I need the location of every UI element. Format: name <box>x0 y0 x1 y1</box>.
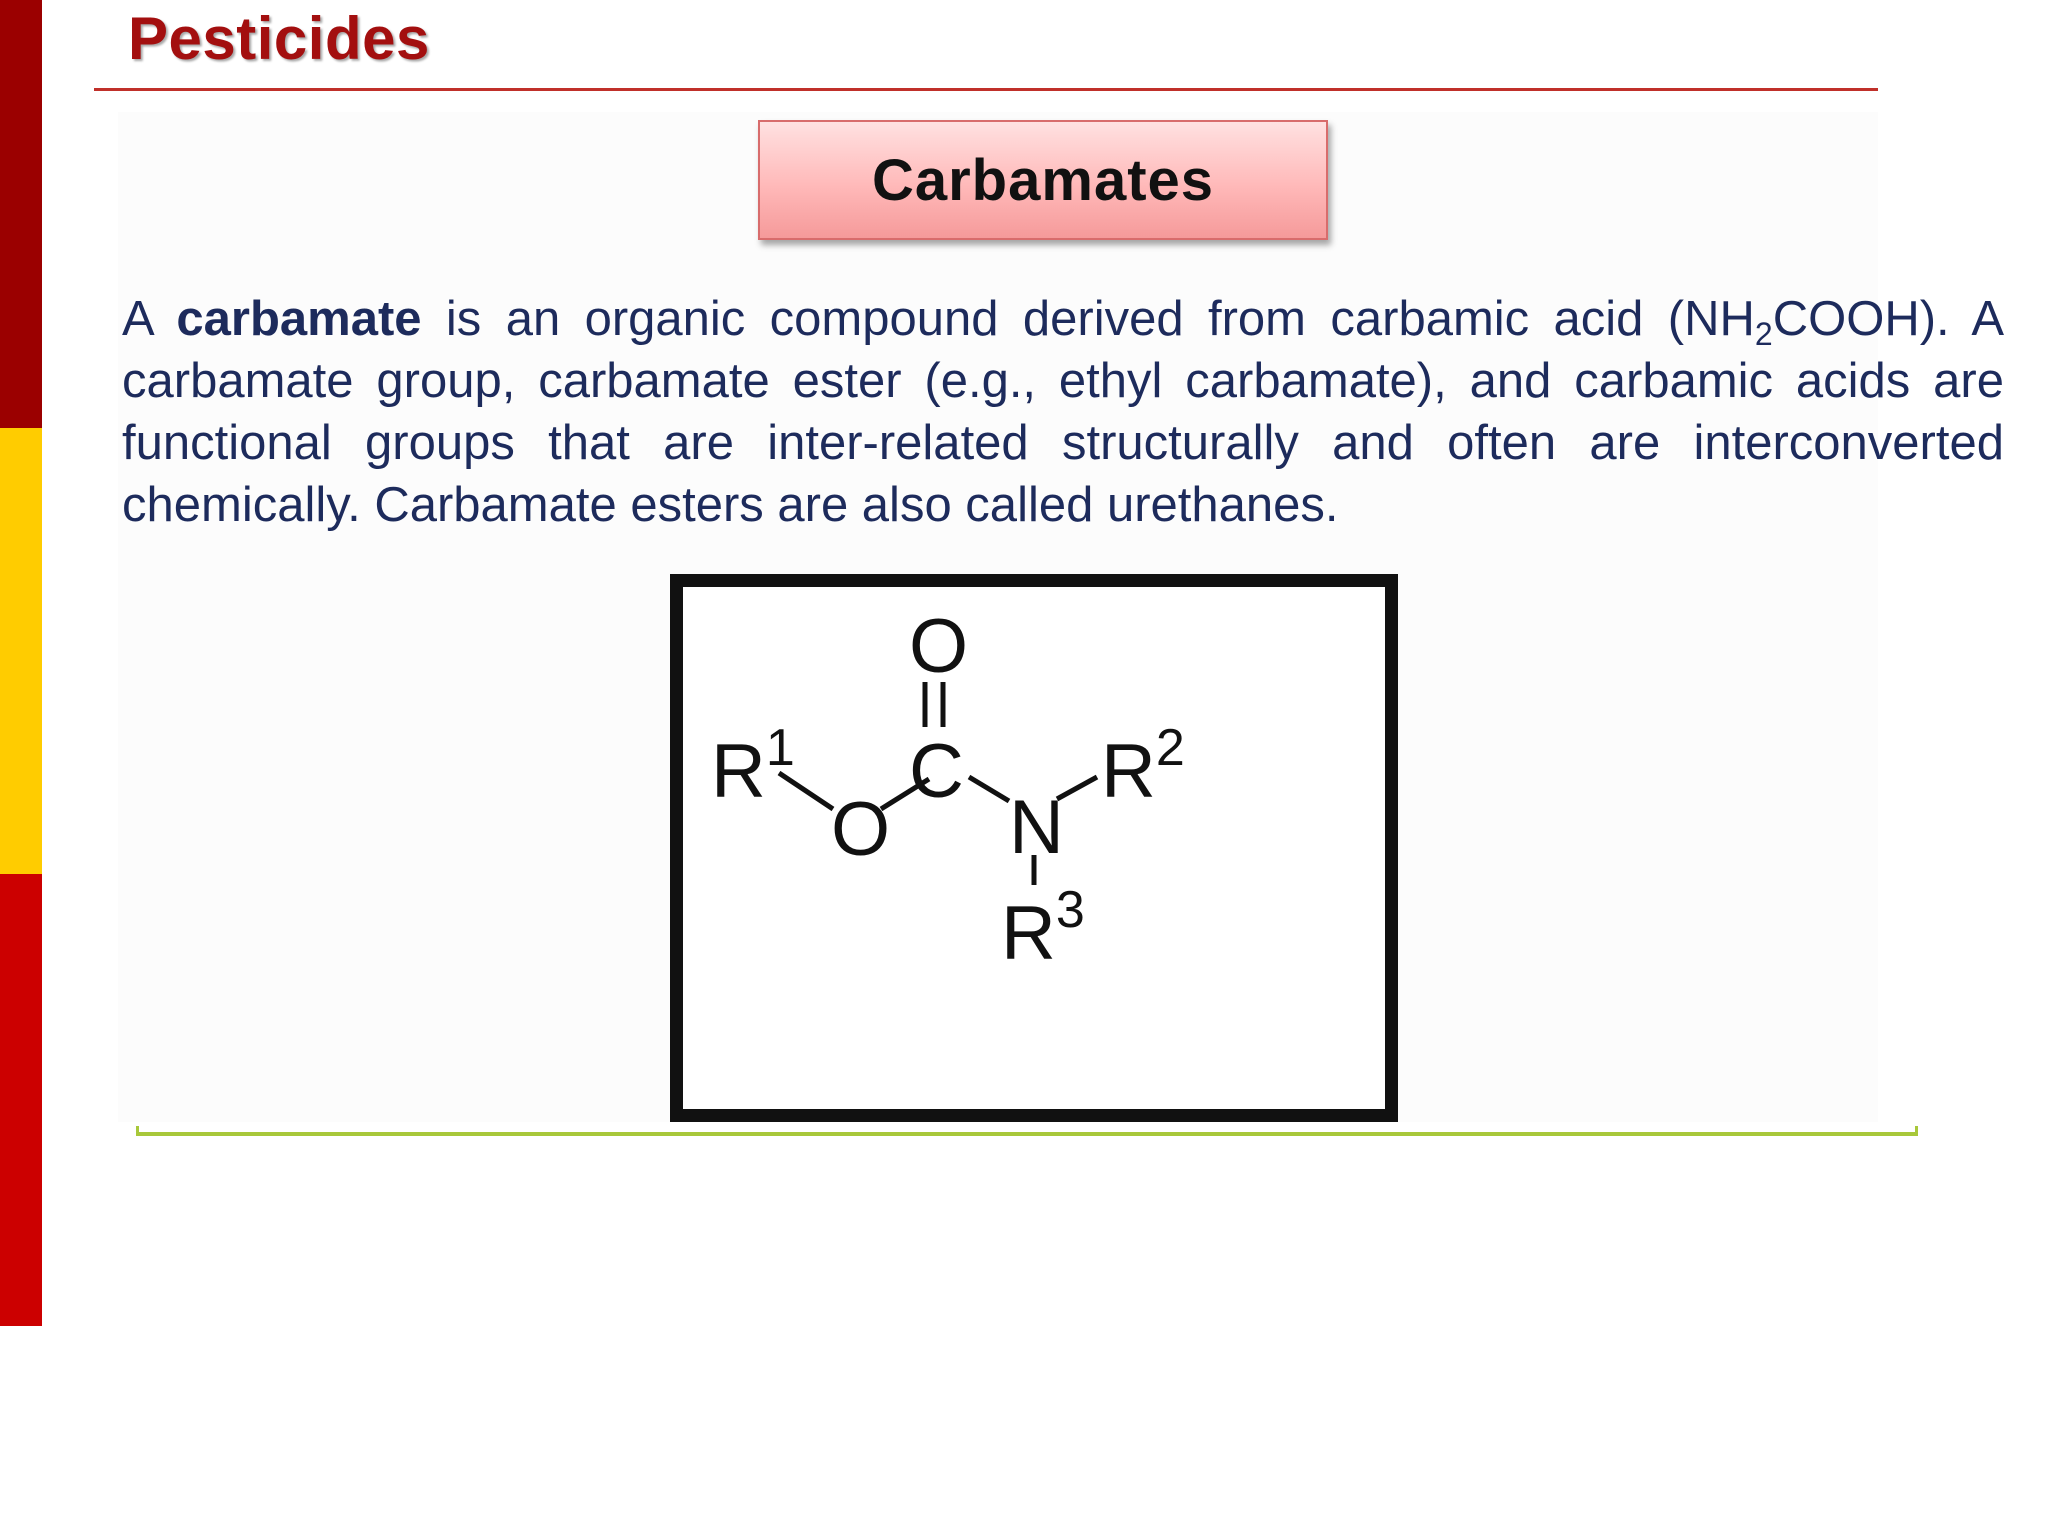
side-stripe-bottom <box>0 874 42 1326</box>
bond-c-n <box>967 774 1011 804</box>
section-heading: Carbamates <box>871 147 1215 213</box>
carbamate-structure-svg: R1 O O C N R2 R3 <box>711 604 1185 976</box>
definition-paragraph: A carbamate is an organic compound deriv… <box>122 288 2004 536</box>
bond-r1-o <box>777 770 835 812</box>
paragraph-text-1: A <box>122 292 177 346</box>
atom-r2: R2 <box>1101 719 1185 814</box>
atom-ester-oxygen: O <box>831 787 890 872</box>
atom-carbon: C <box>909 729 964 814</box>
structure-diagram: R1 O O C N R2 R3 <box>680 584 1388 1112</box>
bond-n-r2 <box>1055 774 1099 802</box>
paragraph-text-2: is an organic compound derived from carb… <box>421 292 1755 346</box>
green-bracket-line <box>136 1126 1918 1136</box>
formula-subscript: 2 <box>1754 316 1773 352</box>
atom-nitrogen: N <box>1009 785 1064 870</box>
title-underline <box>94 88 1878 91</box>
atom-r3: R3 <box>1001 881 1085 976</box>
structure-frame: R1 O O C N R2 R3 <box>670 574 1398 1122</box>
paragraph-text-3: COOH). A carbamate group, carbamate este… <box>122 292 2004 532</box>
bold-term: carbamate <box>176 292 422 346</box>
atom-r1: R1 <box>711 719 795 814</box>
slide-title: Pesticides <box>128 5 430 72</box>
side-stripe-middle <box>0 428 42 874</box>
atom-carbonyl-oxygen: O <box>909 604 968 689</box>
bond-o-c <box>879 776 931 812</box>
side-stripe-top <box>0 0 42 428</box>
heading-box: Carbamates <box>758 120 1328 240</box>
